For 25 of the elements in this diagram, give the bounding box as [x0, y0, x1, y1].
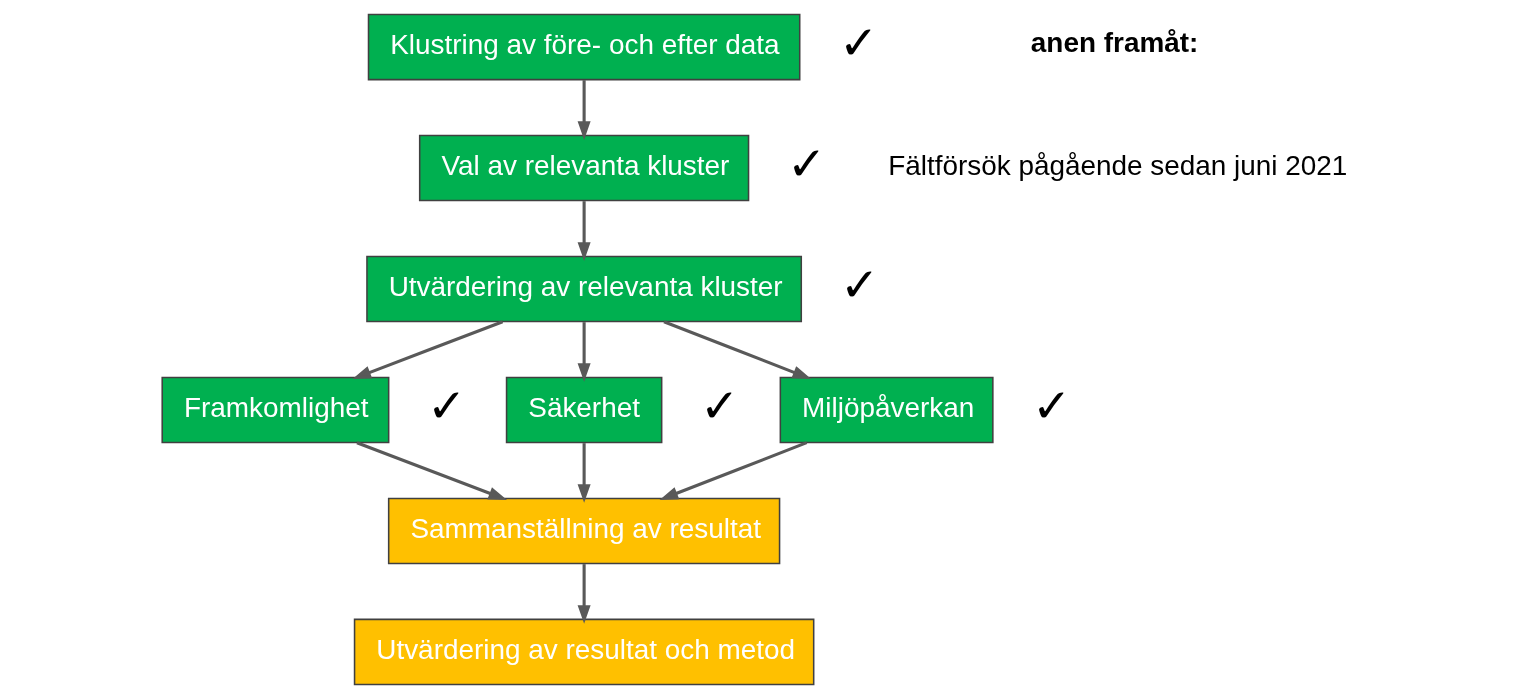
- node-label: ✓: [786, 137, 826, 190]
- node-box: Utvärdering av resultat och metod: [353, 618, 814, 686]
- node-box: Säkerhet: [505, 376, 662, 444]
- arrow: [662, 320, 811, 380]
- node-box: Miljöpåverkan: [779, 376, 994, 444]
- arrow: [355, 441, 507, 500]
- arrow: [577, 201, 591, 261]
- label: Fältförsök pågående sedan juni 2021: [887, 149, 1347, 181]
- node-box: Sammanställning av resultat: [387, 497, 780, 565]
- label: anen framåt:: [1030, 27, 1198, 59]
- arrow: [577, 322, 591, 382]
- node-label: ✓: [426, 379, 466, 432]
- node-box: Val av relevanta kluster: [418, 134, 749, 202]
- arrow: [351, 320, 503, 379]
- arrow: [577, 564, 591, 624]
- node-box: Klustring av före- och efter data: [367, 13, 800, 81]
- node-label: ✓: [839, 258, 879, 311]
- node-label: ✓: [699, 379, 739, 432]
- node-box: Framkomlighet: [160, 376, 389, 444]
- node-label: ✓: [838, 16, 878, 69]
- arrow: [577, 443, 591, 503]
- node-box: Utvärdering av relevanta kluster: [365, 255, 802, 323]
- arrow: [659, 441, 807, 501]
- node-label: ✓: [1031, 379, 1071, 432]
- arrow: [577, 80, 591, 140]
